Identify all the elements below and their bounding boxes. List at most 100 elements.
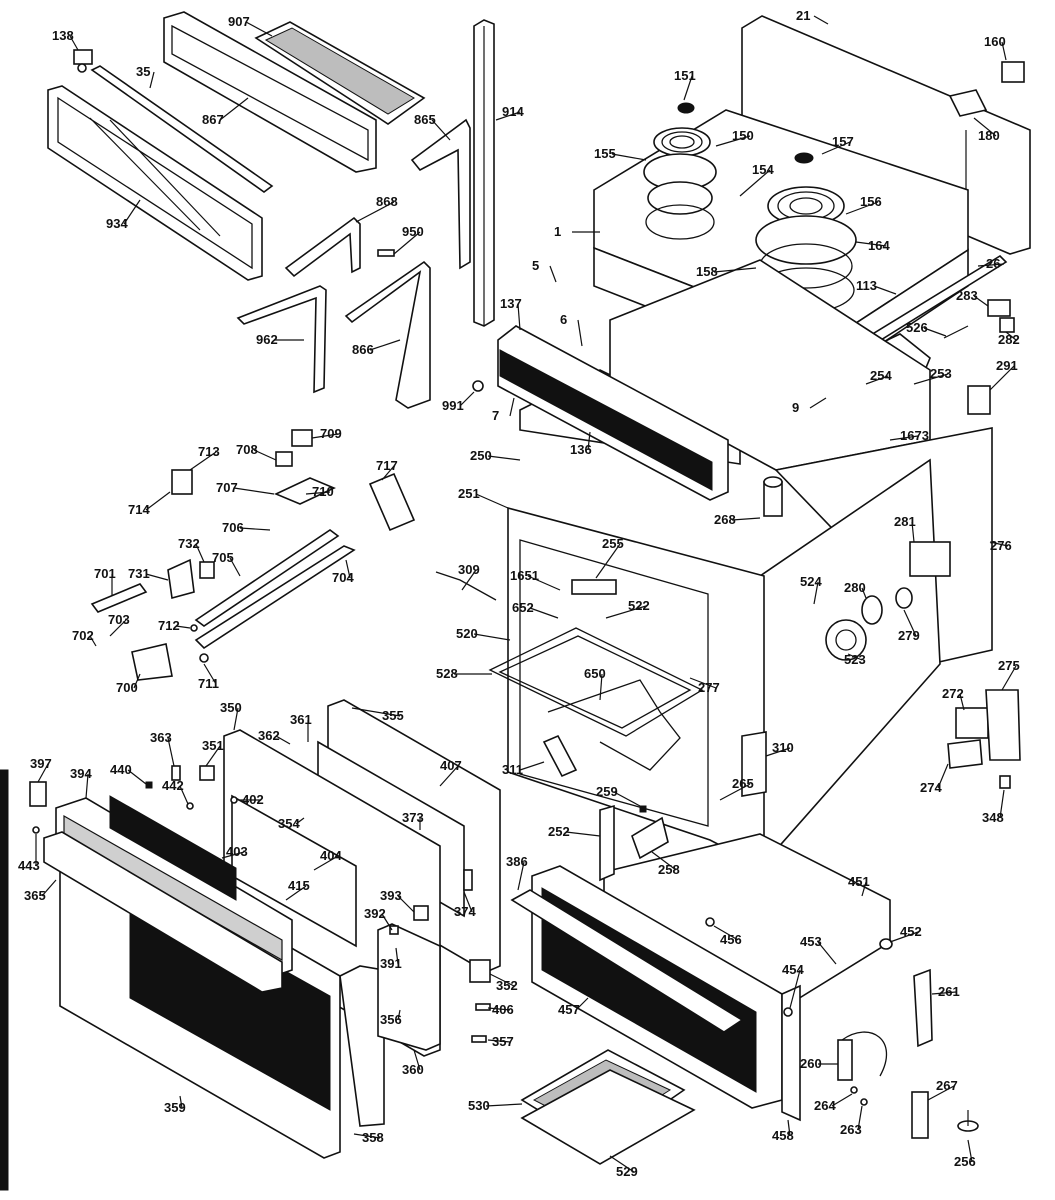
part-label-279: 279 <box>898 628 920 643</box>
leader-line-253 <box>913 373 949 385</box>
leader-line-355 <box>351 707 401 717</box>
part-label-277: 277 <box>698 680 720 695</box>
part-label-865: 865 <box>414 112 436 127</box>
leader-line-362 <box>275 735 291 745</box>
leader-line-272 <box>959 693 965 711</box>
socket-281 <box>909 541 951 577</box>
filter-907 <box>254 21 426 125</box>
bracket-868 <box>284 216 361 278</box>
part-label-706: 706 <box>222 520 244 535</box>
leader-line-403 <box>221 851 245 859</box>
part-label-705: 705 <box>212 550 234 565</box>
element-650 <box>547 679 681 771</box>
bracket-311 <box>542 734 578 778</box>
leader-line-703 <box>109 619 127 637</box>
part-label-310: 310 <box>772 740 794 755</box>
part-label-456: 456 <box>720 932 742 947</box>
part-label-264: 264 <box>814 1098 836 1113</box>
clip-393 <box>413 905 429 921</box>
plate-274 <box>947 739 983 769</box>
part-label-529: 529 <box>616 1164 638 1179</box>
clip-708 <box>275 451 293 467</box>
leader-line-866 <box>369 339 401 351</box>
leader-line-454 <box>789 969 801 1009</box>
part-label-272: 272 <box>942 686 964 701</box>
rail-704 <box>194 545 356 650</box>
part-label-403: 403 <box>226 844 248 859</box>
leader-line-155 <box>611 153 647 161</box>
part-label-361: 361 <box>290 712 312 727</box>
leader-line-360 <box>413 1049 421 1071</box>
part-labels: 1567921263511313613713815015115415515615… <box>18 8 1020 1179</box>
broiler-pan-529 <box>520 1069 696 1165</box>
part-label-268: 268 <box>714 512 736 527</box>
part-label-263: 263 <box>840 1122 862 1137</box>
leader-line-394 <box>85 773 89 799</box>
part-label-251: 251 <box>458 486 480 501</box>
leader-line-530 <box>485 1103 523 1107</box>
leader-line-268 <box>731 517 761 521</box>
leader-line-652 <box>529 607 559 619</box>
leader-line-113 <box>873 285 897 295</box>
leader-line-267 <box>927 1085 955 1101</box>
part-label-164: 164 <box>868 238 890 253</box>
part-label-5: 5 <box>532 258 539 273</box>
channel-252 <box>599 804 615 882</box>
part-label-358: 358 <box>362 1130 384 1145</box>
leader-line-713 <box>189 451 217 471</box>
clip-363 <box>171 765 181 781</box>
part-label-348: 348 <box>982 810 1004 825</box>
bracket-707 <box>274 477 336 505</box>
leader-line-865 <box>431 119 451 141</box>
part-label-711: 711 <box>198 676 219 691</box>
part-label-35: 35 <box>136 64 150 79</box>
part-label-291: 291 <box>996 358 1018 373</box>
part-label-386: 386 <box>506 854 528 869</box>
part-label-452: 452 <box>900 924 922 939</box>
leader-line-708 <box>253 449 277 461</box>
leader-line-259 <box>613 791 641 807</box>
part-label-713: 713 <box>198 444 220 459</box>
plate-310 <box>741 731 767 797</box>
part-label-151: 151 <box>674 68 696 83</box>
part-label-352: 352 <box>496 978 518 993</box>
part-label-453: 453 <box>800 934 822 949</box>
plate-717 <box>368 472 416 532</box>
part-label-274: 274 <box>920 780 942 795</box>
part-label-357: 357 <box>492 1034 514 1049</box>
leader-line-440 <box>127 769 147 785</box>
trim-358 <box>339 965 385 1127</box>
part-label-523: 523 <box>844 652 866 667</box>
leader-line-415 <box>285 885 307 901</box>
switch-275 <box>985 689 1021 761</box>
leader-line-453 <box>817 941 837 965</box>
bracket-866 <box>344 260 431 409</box>
part-label-356: 356 <box>380 1012 402 1027</box>
leader-line-1651 <box>527 575 561 591</box>
leader-line-274 <box>937 763 949 789</box>
part-label-281: 281 <box>894 514 916 529</box>
leader-line-351 <box>205 745 221 767</box>
leader-line-277 <box>689 677 717 689</box>
bracket-180 <box>948 89 988 117</box>
part-label-524: 524 <box>800 574 822 589</box>
trim-458 <box>781 984 801 1122</box>
part-label-283: 283 <box>956 288 978 303</box>
post-914 <box>473 19 495 327</box>
part-label-457: 457 <box>558 1002 580 1017</box>
leader-line-151 <box>683 75 693 101</box>
leader-line-264 <box>831 1093 853 1107</box>
part-label-275: 275 <box>998 658 1020 673</box>
part-label-530: 530 <box>468 1098 490 1113</box>
part-label-442: 442 <box>162 778 184 793</box>
part-label-402: 402 <box>242 792 264 807</box>
part-label-528: 528 <box>436 666 458 681</box>
leader-line-265 <box>719 783 751 801</box>
part-label-991: 991 <box>442 398 464 413</box>
leader-line-352 <box>489 973 515 987</box>
screw-264 <box>850 1086 858 1094</box>
screw-263 <box>860 1098 868 1106</box>
leader-line-868 <box>355 201 395 223</box>
hinge-360 <box>377 923 441 1051</box>
leader-line-457 <box>575 997 589 1011</box>
